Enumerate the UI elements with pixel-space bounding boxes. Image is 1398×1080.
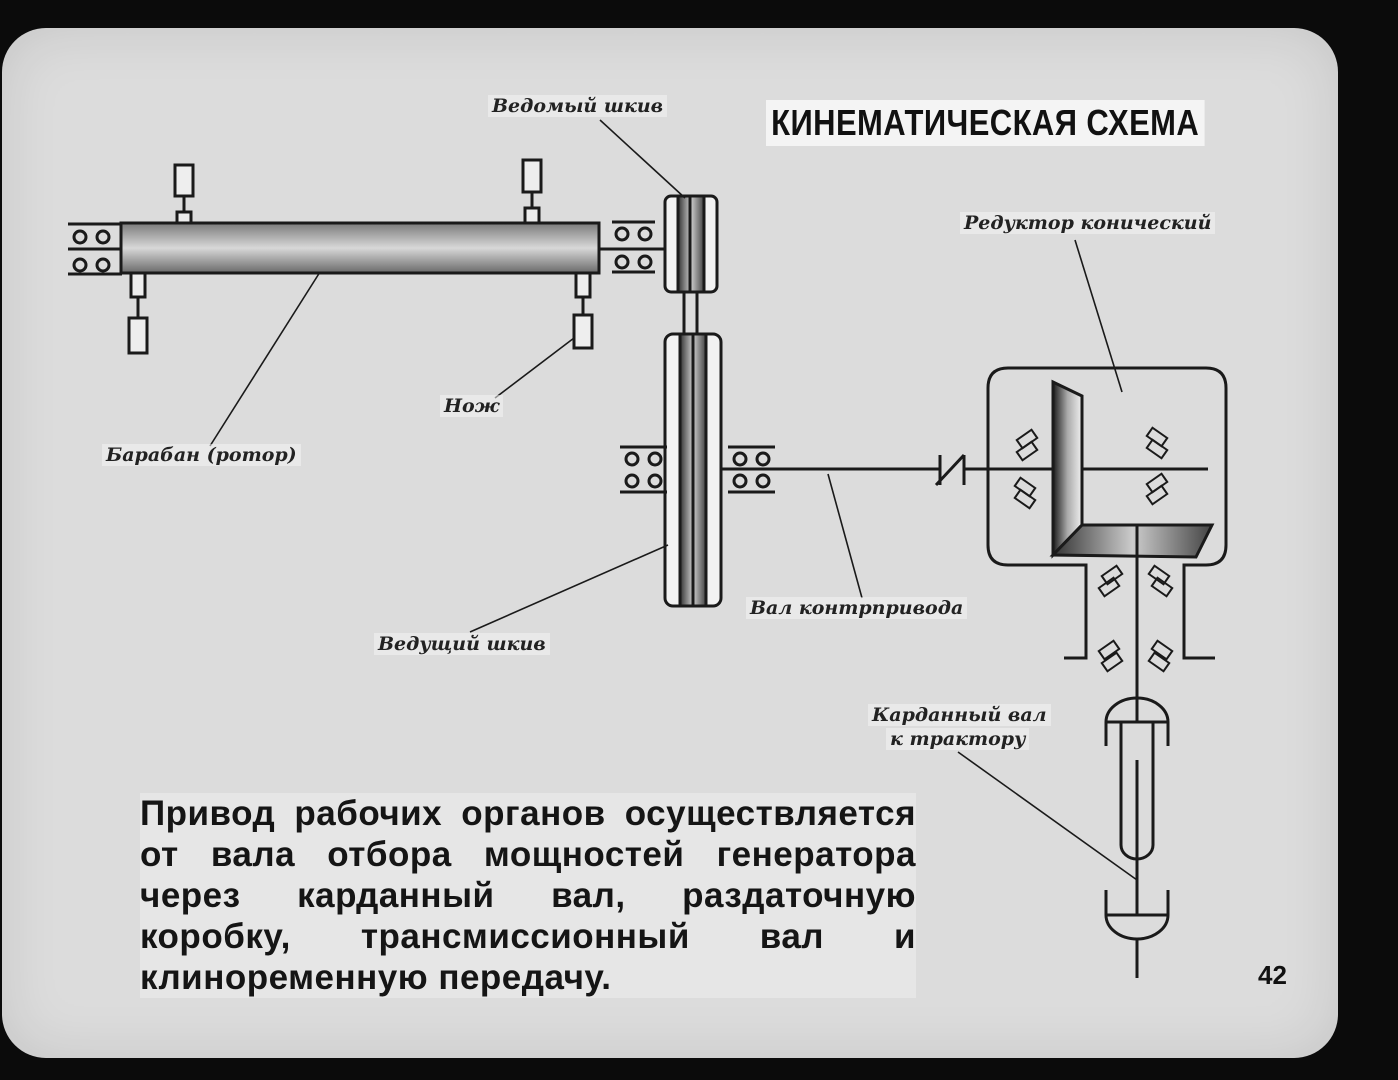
knife-top-left (173, 163, 195, 225)
caption-text: Привод рабочих органов осуществляется от… (140, 793, 916, 998)
page-title: КИНЕМАТИЧЕСКАЯ СХЕМА (766, 100, 1205, 146)
drum-assembly (68, 158, 1208, 608)
countershaft-bearing-right (728, 445, 775, 494)
label-cardan-shaft-line2: к трактору (886, 728, 1030, 750)
page-number: 42 (1258, 960, 1287, 990)
label-countershaft: Вал контрпривода (746, 597, 968, 619)
drum-rotor (119, 221, 601, 275)
reducer-bearings (1013, 426, 1174, 673)
knife-bottom-right (572, 271, 594, 350)
label-bevel-reducer: Редуктор конический (960, 212, 1216, 234)
shaft-coupling (934, 453, 966, 487)
drive-pulley (663, 332, 723, 608)
label-drum: Барабан (ротор) (102, 444, 301, 466)
left-bearing (68, 222, 122, 276)
knife-bottom-left (127, 271, 149, 355)
bevel-reducer (986, 366, 1228, 700)
knife-top-right (521, 158, 543, 225)
label-drive-pulley: Ведущий шкив (374, 633, 550, 655)
label-driven-pulley: Ведомый шкив (488, 95, 668, 117)
countershaft-bearing-left (620, 445, 667, 494)
v-belt (682, 292, 699, 335)
leader-lines (209, 119, 1138, 881)
driven-pulley (663, 194, 719, 294)
label-cardan-shaft-line1: Карданный вал (868, 704, 1051, 726)
right-bearing (612, 220, 655, 274)
bevel-gear-horizontal (1049, 523, 1215, 559)
label-knife: Нож (440, 395, 504, 417)
cardan-shaft (1104, 696, 1170, 978)
